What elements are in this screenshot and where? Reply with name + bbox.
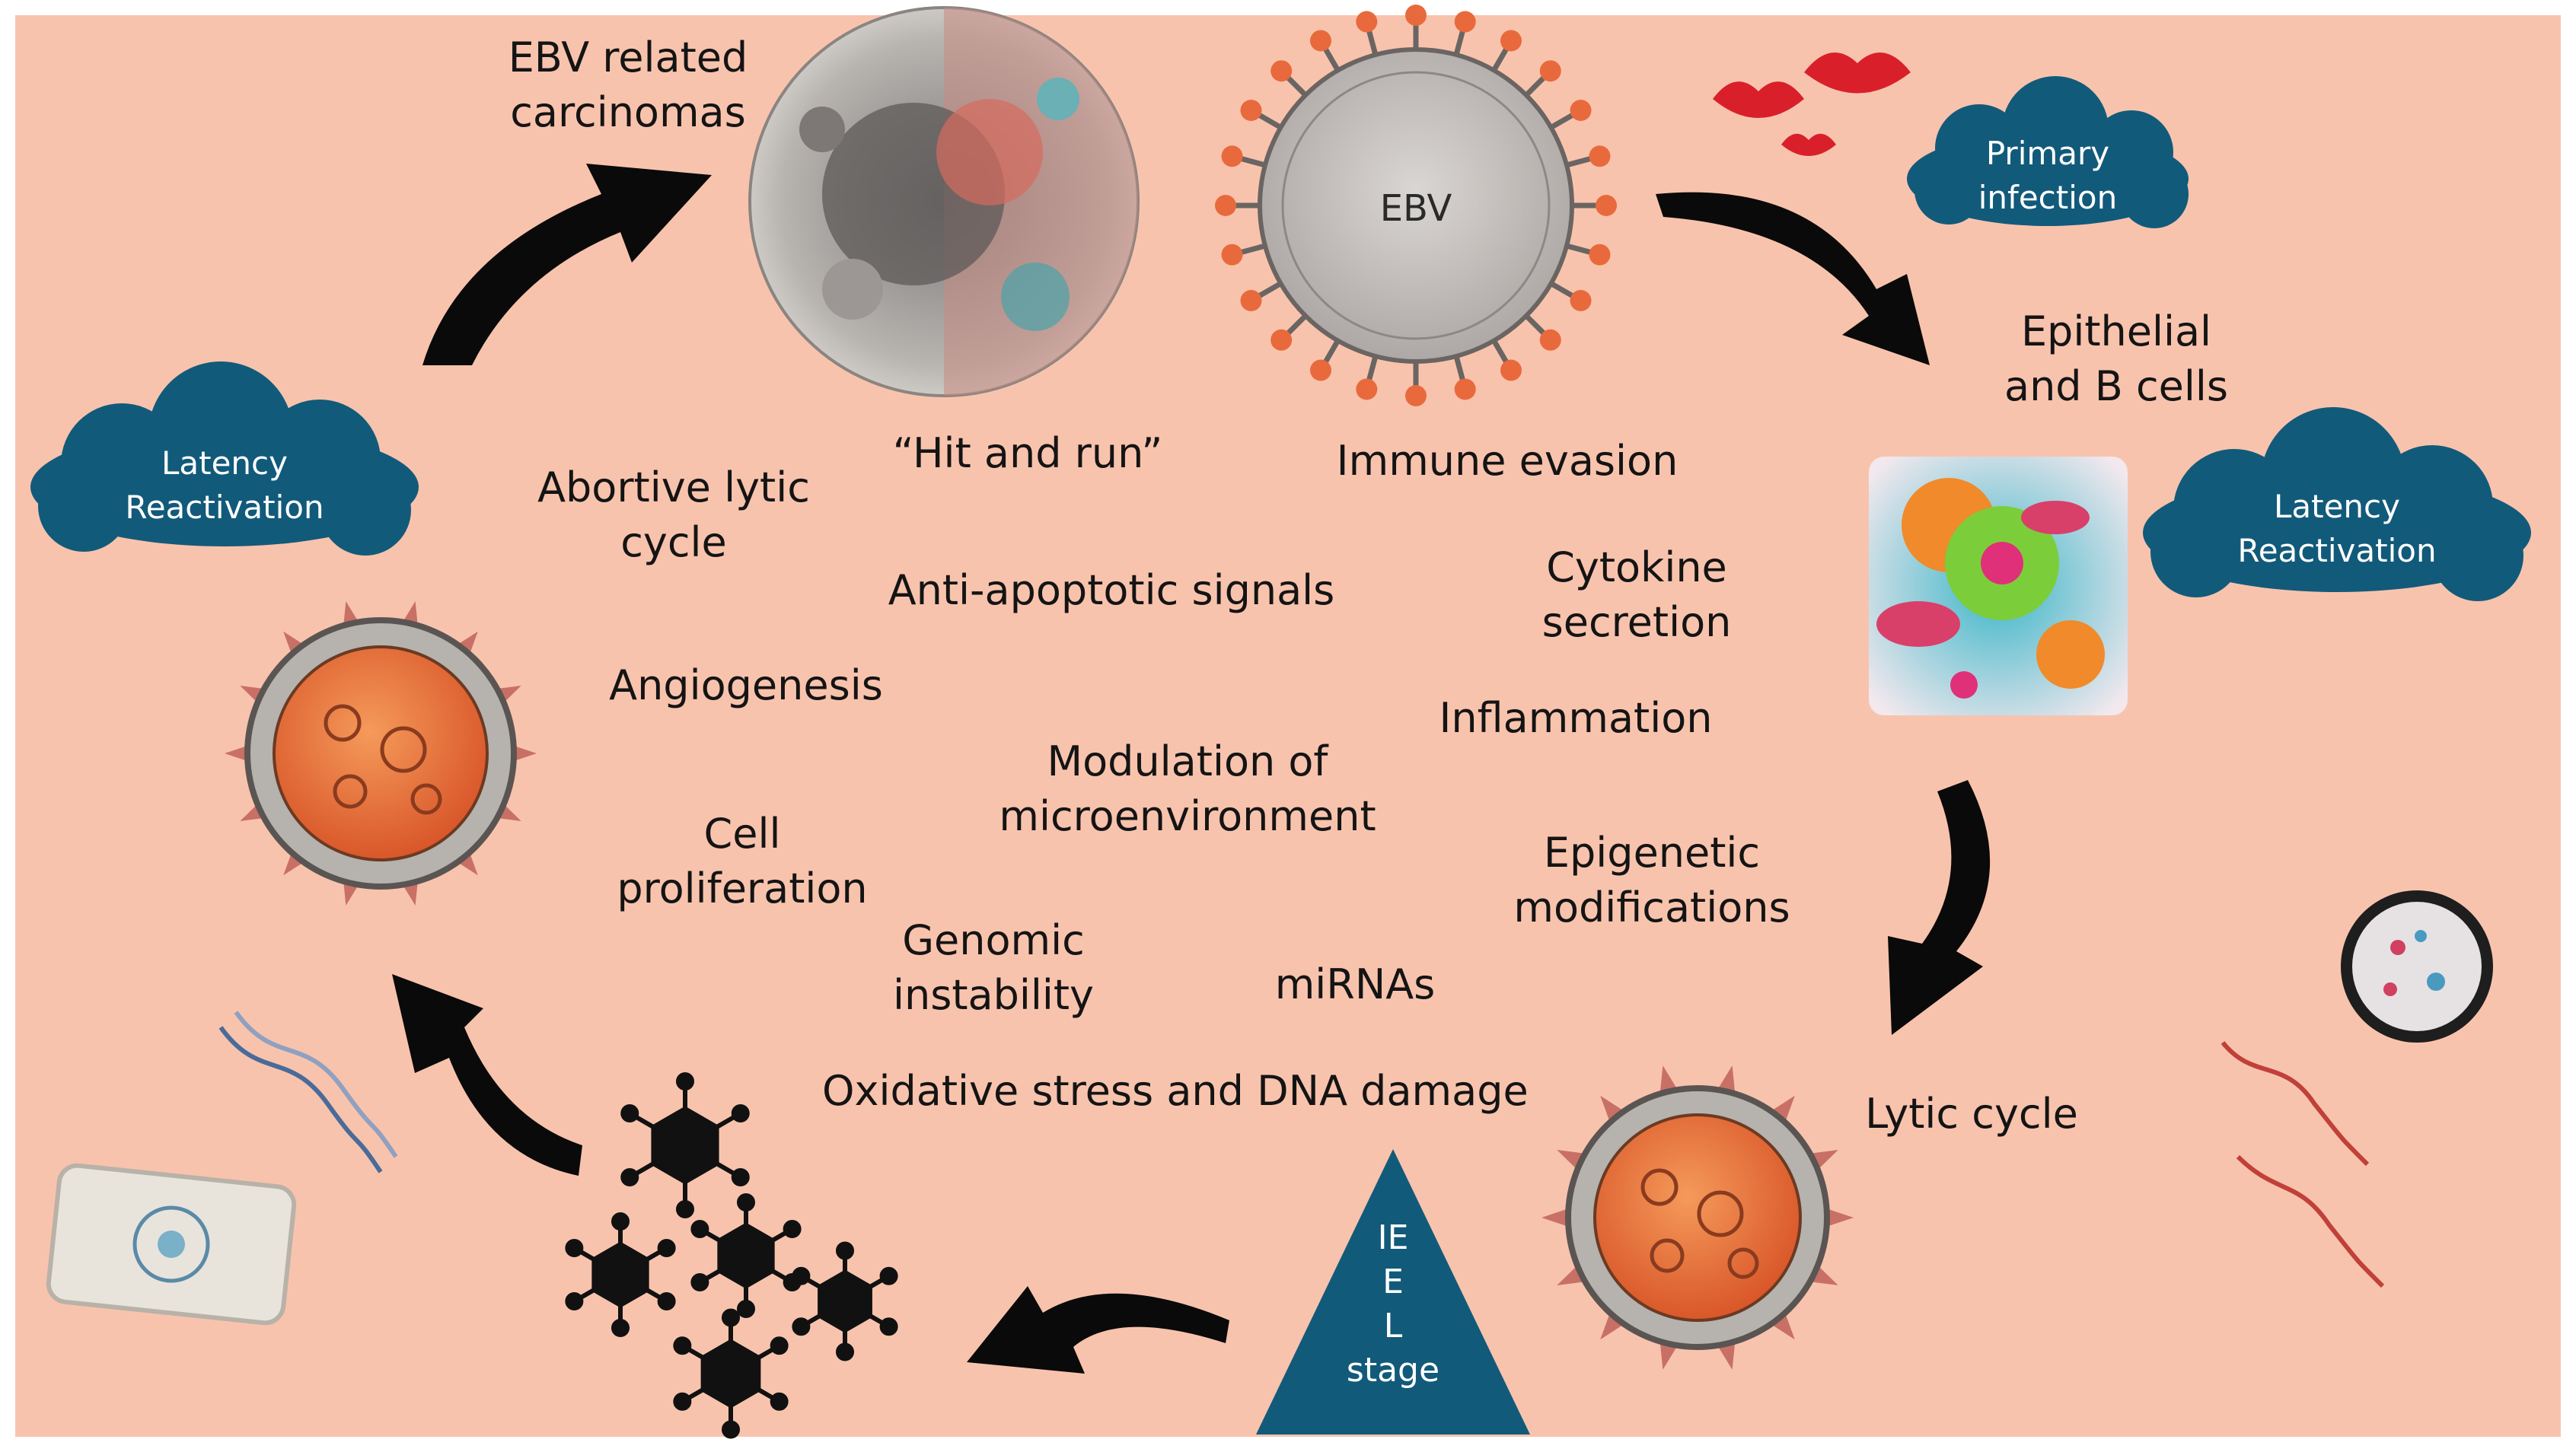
ebv-virus-icon (1215, 5, 1617, 406)
cytokine-sketch-tile-icon (46, 1163, 297, 1326)
virus-spike-tip (1356, 11, 1378, 33)
virus-spike-tip (1500, 30, 1522, 52)
virion (620, 1072, 750, 1218)
released-virions-icon (565, 1072, 898, 1439)
cell-spike (1541, 1208, 1569, 1227)
virus-label: EBV (1379, 187, 1452, 230)
virus-spike-tip (1570, 100, 1592, 121)
virus-spike-tip (1589, 145, 1611, 167)
virus-spike-tip (1310, 359, 1331, 381)
cell-spike (1659, 1341, 1678, 1370)
virus-spike-tip (1356, 378, 1378, 400)
cell-spike (1717, 1341, 1736, 1370)
virus-spike-tip (1539, 329, 1561, 351)
virus-spike-tip (1270, 60, 1293, 82)
latency-cloud-right (2143, 407, 2531, 601)
mechanism-immune-evasion: Immune evasion (1336, 437, 1679, 485)
lips-icon (1713, 53, 1911, 156)
carcinoma-tissue-icon (748, 6, 1140, 397)
virus-spike-tip (1270, 329, 1293, 351)
arrow-to-cells (1656, 192, 1930, 365)
virion-circle-icon (2341, 890, 2493, 1043)
arrow-to-lytic (1888, 780, 1991, 1035)
virus-spike-tip (1539, 60, 1561, 82)
cycle-arrows (392, 164, 1991, 1374)
arrow-to-carcinoma (422, 164, 712, 365)
virus-spike-tip (1454, 11, 1476, 33)
virus-spike-tip (1596, 195, 1617, 216)
dna-helix-right-icon (2221, 1041, 2385, 1288)
cell-spike (1659, 1065, 1678, 1094)
infected-cell-left-icon (225, 601, 537, 906)
cell-spike (1826, 1208, 1854, 1227)
mechanism-anti-apoptotic: Anti-apoptotic signals (888, 566, 1335, 614)
epithelial-b-cells-icon (1869, 457, 2128, 715)
stage-label: IE E L stage (1346, 1218, 1440, 1390)
mechanism-angiogenesis: Angiogenesis (609, 661, 883, 709)
virus-spike-tip (1589, 244, 1611, 266)
virus-spike-tip (1500, 359, 1522, 381)
dna-helix-left-icon (218, 1011, 398, 1173)
arrow-to-virions (967, 1286, 1229, 1374)
virus-spike-tip (1221, 145, 1243, 167)
mechanism-inflammation: Inflammation (1439, 694, 1713, 742)
mechanism-hit-and-run: “Hit and run” (892, 429, 1163, 477)
latency-cloud-left (30, 361, 419, 556)
lytic-cell-icon (1541, 1065, 1854, 1370)
virus-spike-tip (1240, 100, 1262, 121)
cell-spike (1717, 1065, 1736, 1094)
virion (792, 1241, 898, 1361)
virus-spike-tip (1570, 290, 1592, 311)
primary-infection-cloud (1907, 76, 2189, 228)
virion (565, 1212, 676, 1337)
virus-spike-tip (1405, 385, 1427, 406)
virus-spike-tip (1310, 30, 1331, 52)
mechanism-oxidative: Oxidative stress and DNA damage (822, 1067, 1529, 1115)
virus-spike-tip (1221, 244, 1243, 266)
mechanism-mirnas: miRNAs (1274, 960, 1436, 1008)
virion (690, 1193, 802, 1318)
arrow-to-latency-left (392, 974, 582, 1176)
virus-spike-tip (1240, 290, 1262, 311)
lytic-cycle-label: Lytic cycle (1865, 1090, 2078, 1138)
virus-spike-tip (1454, 378, 1476, 400)
virus-spike-tip (1405, 5, 1427, 26)
stage-triangle (1256, 1149, 1530, 1434)
virus-spike-tip (1215, 195, 1236, 216)
virion (673, 1308, 789, 1439)
